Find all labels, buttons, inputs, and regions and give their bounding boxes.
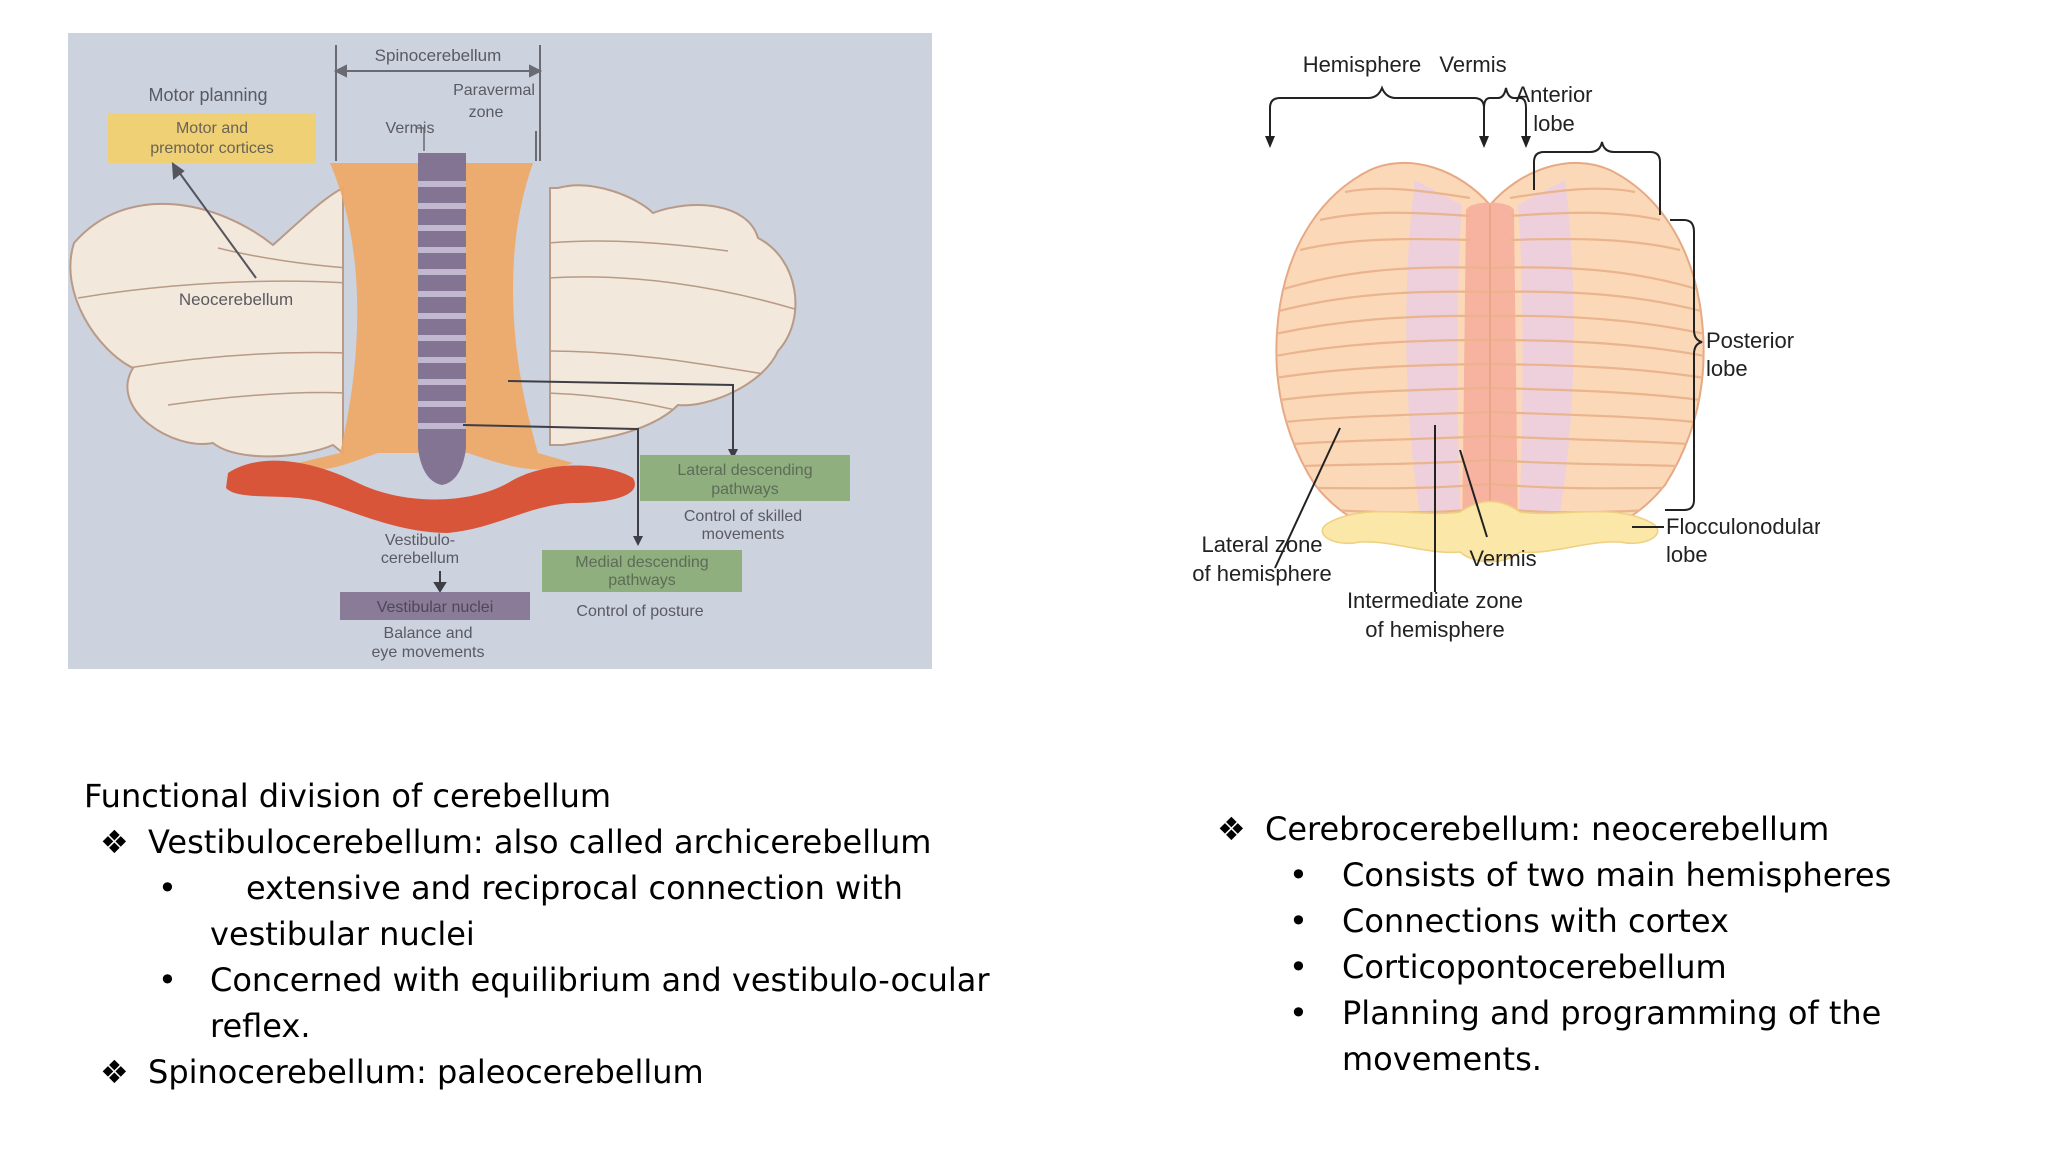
bullet-connections-cortex: • Connections with cortex bbox=[1217, 898, 1891, 944]
label-paravermal-zone: Paravermal bbox=[453, 82, 535, 99]
bullet-planning-line-2: movements. bbox=[1342, 1040, 1542, 1078]
arrowhead-lateral bbox=[728, 449, 738, 459]
flocculonodular-red bbox=[226, 460, 635, 533]
cerebellum-right-hemisphere bbox=[549, 184, 797, 446]
label-posterior-lobe-2: lobe bbox=[1706, 356, 1748, 381]
bullet-dot-icon: • bbox=[158, 961, 177, 999]
bullet-reciprocal-line-2: vestibular nuclei bbox=[210, 915, 475, 953]
cerebellum-anatomy-diagram: Hemisphere Vermis Anterior lobe Posterio… bbox=[1192, 52, 1820, 642]
item-cerebrocerebellum-text: Cerebrocerebellum: neocerebellum bbox=[1265, 810, 1830, 848]
label-lateral-zone-2: of hemisphere bbox=[1192, 561, 1331, 586]
vestibular-arrow bbox=[433, 571, 447, 593]
cerebellum-body bbox=[1275, 161, 1705, 542]
bullet-reciprocal-connection: • extensive and reciprocal connection wit… bbox=[84, 865, 990, 911]
item-cerebrocerebellum: ❖ Cerebrocerebellum: neocerebellum bbox=[1217, 806, 1891, 852]
cerebellum-left-hemisphere bbox=[69, 186, 344, 458]
diamond-bullet-icon: ❖ bbox=[100, 823, 129, 861]
label-medial-pathways: Medial descending bbox=[575, 554, 708, 571]
bullet-dot-icon: • bbox=[1289, 856, 1308, 894]
label-neocerebellum: Neocerebellum bbox=[179, 290, 293, 309]
label-anterior-lobe-2: lobe bbox=[1533, 111, 1575, 136]
bullet-dot-icon: • bbox=[158, 869, 177, 907]
label-hemisphere: Hemisphere bbox=[1303, 52, 1422, 77]
motor-cortices-box bbox=[108, 113, 316, 163]
bullet-reciprocal-line-1: extensive and reciprocal connection with bbox=[246, 869, 903, 907]
label-flocculonodular-lobe: Flocculonodular bbox=[1666, 514, 1820, 539]
medial-pathways-box bbox=[542, 550, 742, 592]
label-balance-2: eye movements bbox=[372, 644, 485, 661]
label-motor-cortices: Motor and bbox=[176, 120, 248, 137]
bullet-two-hemispheres: • Consists of two main hemispheres bbox=[1217, 852, 1891, 898]
label-lateral-pathways: Lateral descending bbox=[677, 462, 812, 479]
vermis-bar bbox=[418, 153, 466, 485]
label-intermediate-zone: Intermediate zone bbox=[1347, 588, 1523, 613]
label-motor-planning: Motor planning bbox=[148, 85, 267, 105]
spinocerebellum-bracket bbox=[333, 45, 543, 161]
label-motor-cortices-2: premotor cortices bbox=[150, 140, 274, 157]
label-vermis-bottom: Vermis bbox=[1469, 546, 1536, 571]
label-medial-pathways-2: pathways bbox=[608, 572, 676, 589]
label-lateral-pathways-2: pathways bbox=[711, 481, 779, 498]
label-vestibulocerebellum-2: cerebellum bbox=[381, 550, 459, 567]
right-text-block: ❖ Cerebrocerebellum: neocerebellum • Consi… bbox=[1217, 806, 1891, 1082]
label-vermis: Vermis bbox=[386, 120, 435, 137]
label-lateral-zone: Lateral zone bbox=[1201, 532, 1322, 557]
heading-functional-division: Functional division of cerebellum bbox=[84, 777, 612, 815]
diamond-bullet-icon: ❖ bbox=[1217, 810, 1246, 848]
bullet-dot-icon: • bbox=[1289, 994, 1308, 1032]
bullet-planning-line-1: Planning and programming of the bbox=[1342, 994, 1882, 1032]
vestibular-nuclei-box bbox=[340, 592, 530, 620]
label-vestibulocerebellum: Vestibulo- bbox=[385, 532, 455, 549]
item-spinocerebellum-text: Spinocerebellum: paleocerebellum bbox=[148, 1053, 704, 1091]
brace-arrowheads bbox=[1265, 136, 1531, 148]
label-intermediate-zone-2: of hemisphere bbox=[1365, 617, 1504, 642]
diamond-bullet-icon: ❖ bbox=[100, 1053, 129, 1091]
lateral-pathways-box bbox=[640, 455, 850, 501]
arrowhead-medial bbox=[633, 536, 643, 546]
label-control-posture: Control of posture bbox=[576, 603, 703, 620]
vermis-pointer bbox=[416, 127, 425, 151]
label-posterior-lobe: Posterior bbox=[1706, 328, 1794, 353]
bullet-equilibrium-line-1: Concerned with equilibrium and vestibulo… bbox=[210, 961, 990, 999]
bullet-dot-icon: • bbox=[1289, 948, 1308, 986]
bullet-corticoponto: • Corticopontocerebellum bbox=[1217, 944, 1891, 990]
label-spinocerebellum: Spinocerebellum bbox=[375, 46, 502, 65]
label-balance: Balance and bbox=[384, 625, 473, 642]
label-anterior-lobe: Anterior bbox=[1515, 82, 1592, 107]
label-flocculonodular-lobe-2: lobe bbox=[1666, 542, 1708, 567]
bullet-equilibrium-line-2: reflex. bbox=[210, 1007, 311, 1045]
bullet-dot-icon: • bbox=[1289, 902, 1308, 940]
descending-pathway-arrows bbox=[462, 380, 734, 538]
functional-division-diagram: Spinocerebellum Paravermal zone Vermis M… bbox=[68, 33, 932, 669]
item-spinocerebellum: ❖ Spinocerebellum: paleocerebellum bbox=[84, 1049, 990, 1095]
top-braces bbox=[1269, 85, 1703, 511]
label-control-skilled: Control of skilled bbox=[684, 508, 802, 525]
flocculonodular-lobe bbox=[1321, 500, 1659, 563]
bullet-equilibrium: • Concerned with equilibrium and vestibul… bbox=[84, 957, 990, 1003]
label-paravermal-zone-2: zone bbox=[469, 104, 504, 121]
left-text-block: Functional division of cerebellum ❖ Vesti… bbox=[84, 773, 990, 1095]
zone-pointers bbox=[1274, 425, 1488, 592]
neocerebellum-arrow bbox=[171, 161, 257, 279]
label-control-skilled-2: movements bbox=[702, 526, 785, 543]
bullet-two-hemispheres-text: Consists of two main hemispheres bbox=[1342, 856, 1892, 894]
item-vestibulocerebellum-text: Vestibulocerebellum: also called archice… bbox=[148, 823, 932, 861]
label-vermis-top: Vermis bbox=[1439, 52, 1506, 77]
bullet-connections-cortex-text: Connections with cortex bbox=[1342, 902, 1729, 940]
bullet-planning: • Planning and programming of the bbox=[1217, 990, 1891, 1036]
item-vestibulocerebellum: ❖ Vestibulocerebellum: also called archic… bbox=[84, 819, 990, 865]
label-vestibular-nuclei: Vestibular nuclei bbox=[377, 599, 494, 616]
bullet-corticoponto-text: Corticopontocerebellum bbox=[1342, 948, 1727, 986]
